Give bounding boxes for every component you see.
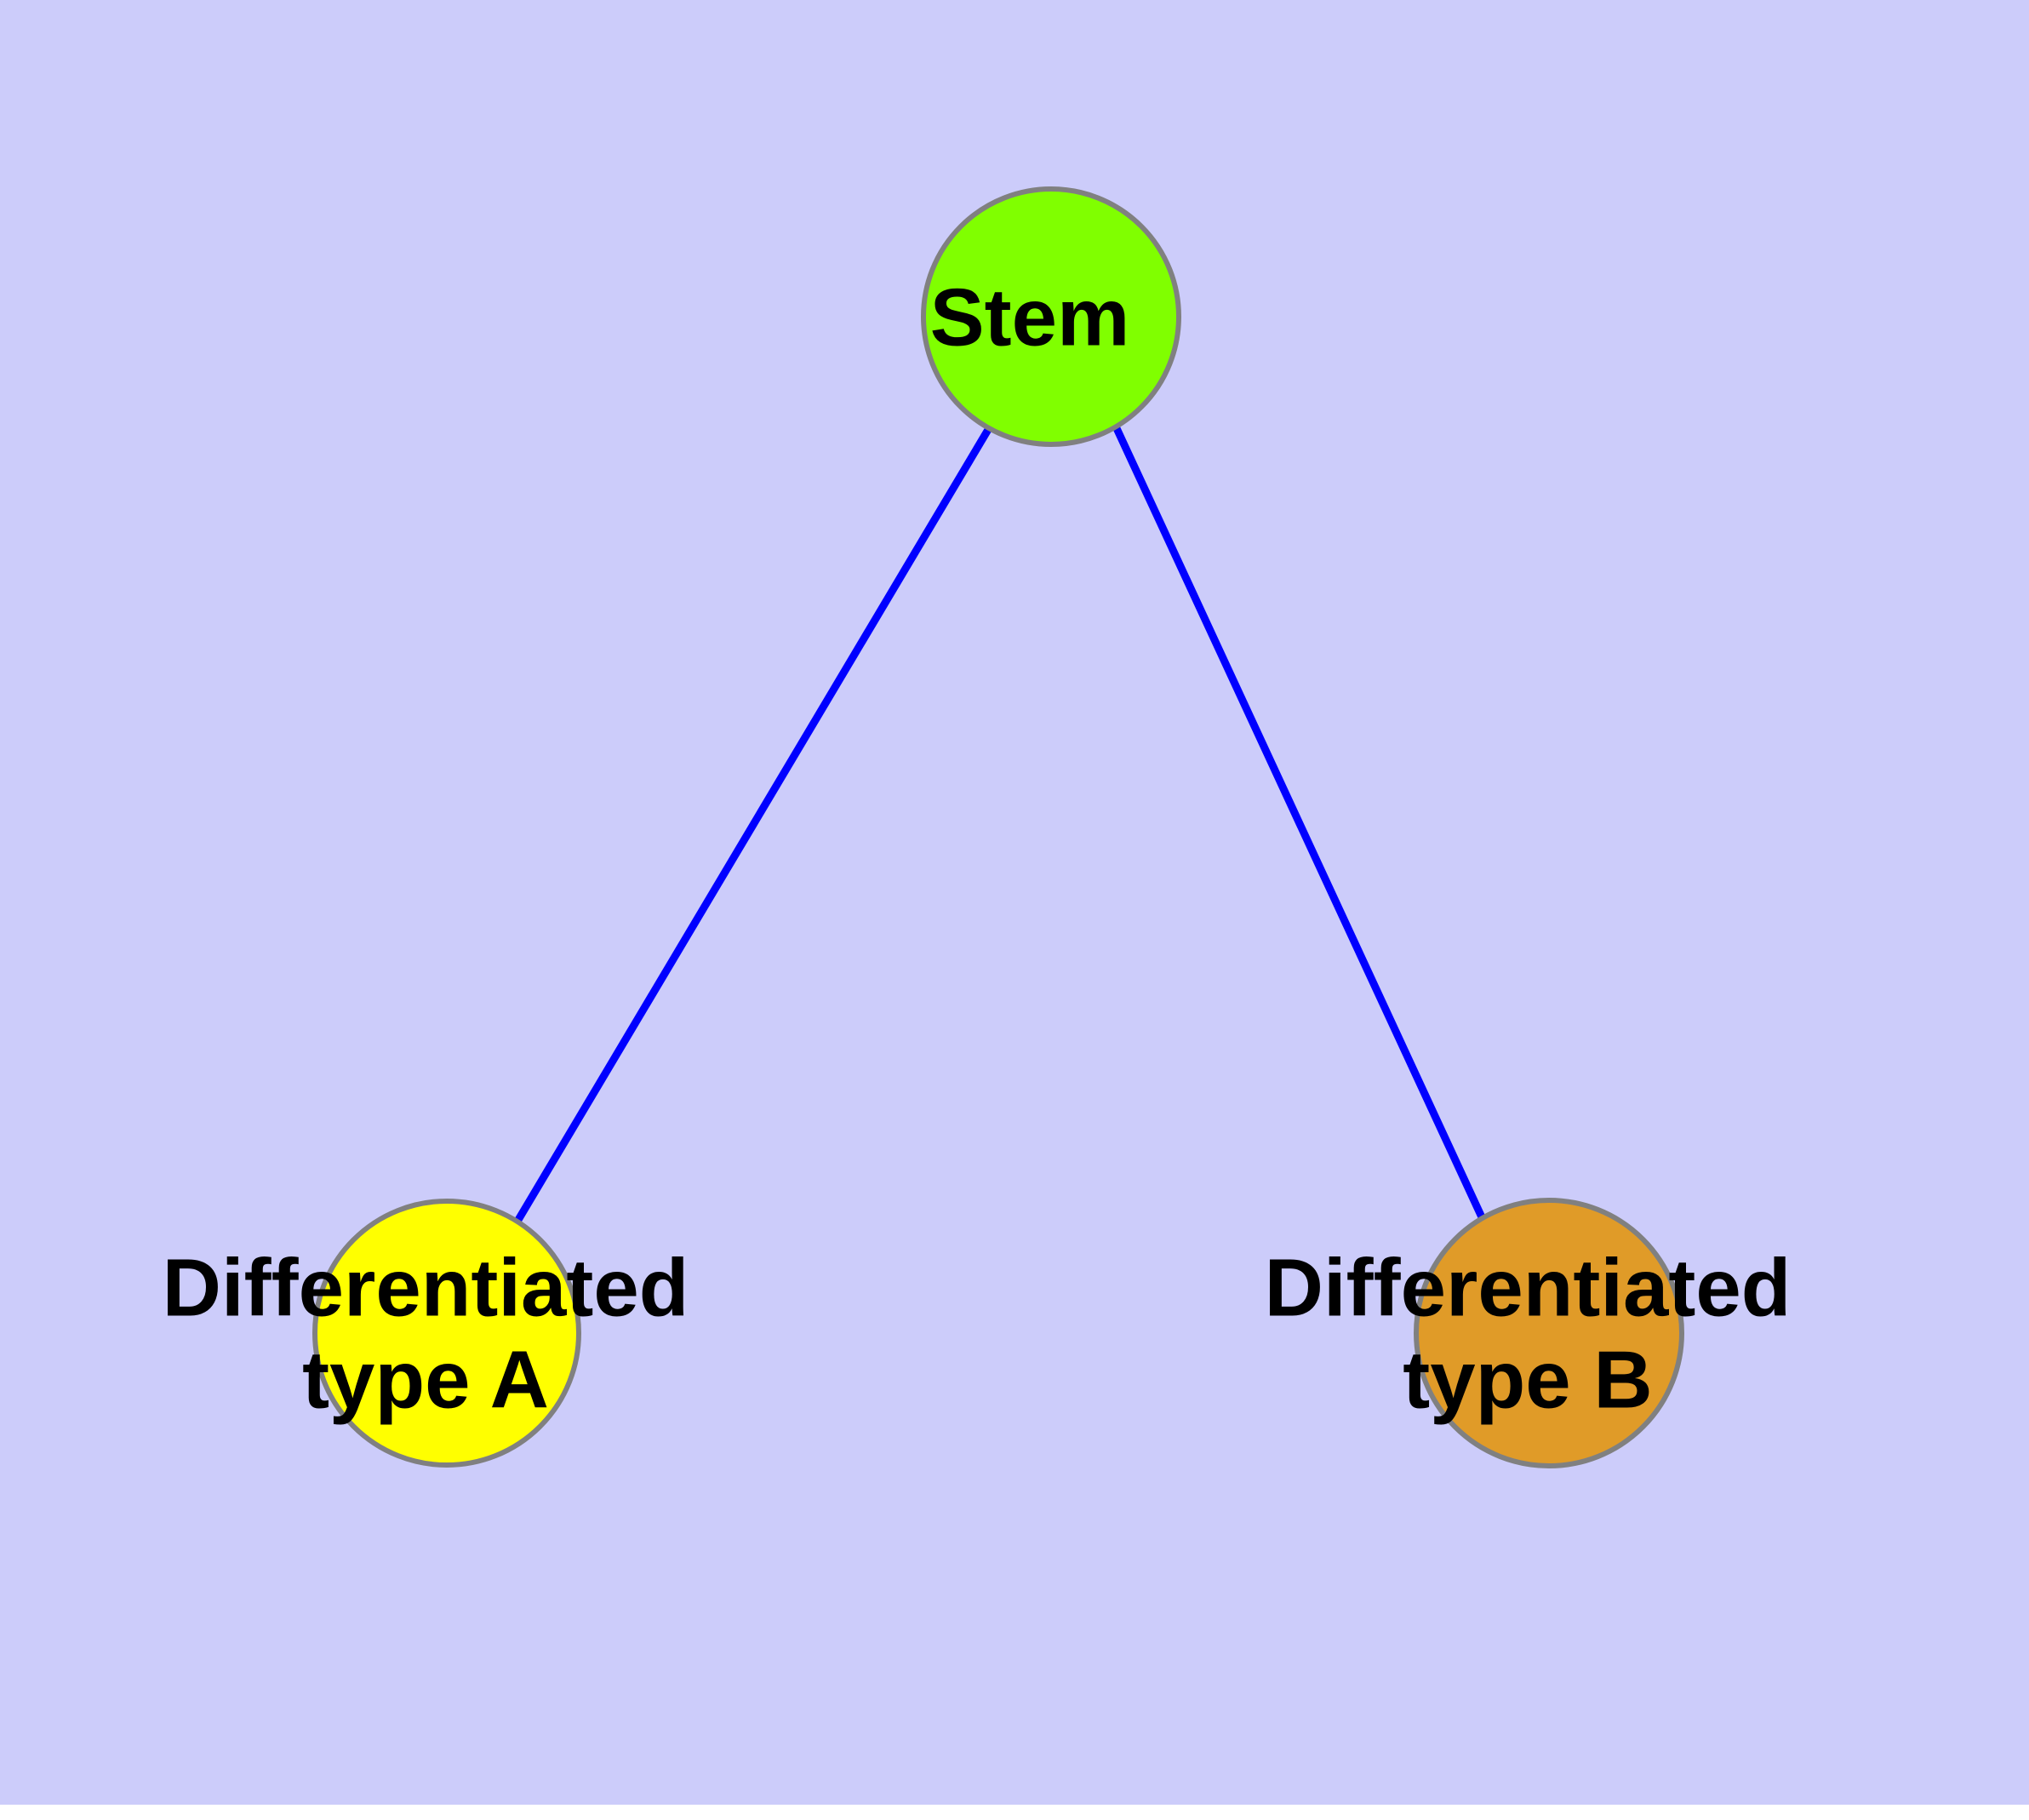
node-label-line: Stem bbox=[930, 272, 1130, 363]
node-label-line: type A bbox=[302, 1335, 549, 1426]
node-label-line: Differentiated bbox=[1265, 1243, 1792, 1334]
node-label-line: type B bbox=[1403, 1335, 1652, 1426]
node-differentiated-type-b[interactable] bbox=[1414, 1198, 1684, 1468]
node-label-stem: Stem bbox=[930, 272, 1130, 363]
edge-stem-to-differentiated-b[interactable] bbox=[1112, 425, 1487, 1221]
node-differentiated-type-a[interactable] bbox=[312, 1199, 581, 1468]
edges-layer bbox=[512, 425, 1487, 1227]
node-stem[interactable] bbox=[921, 186, 1181, 447]
edge-stem-to-differentiated-a[interactable] bbox=[512, 426, 992, 1227]
node-label-line: Differentiated bbox=[163, 1243, 689, 1334]
nodes-layer bbox=[312, 186, 1684, 1468]
